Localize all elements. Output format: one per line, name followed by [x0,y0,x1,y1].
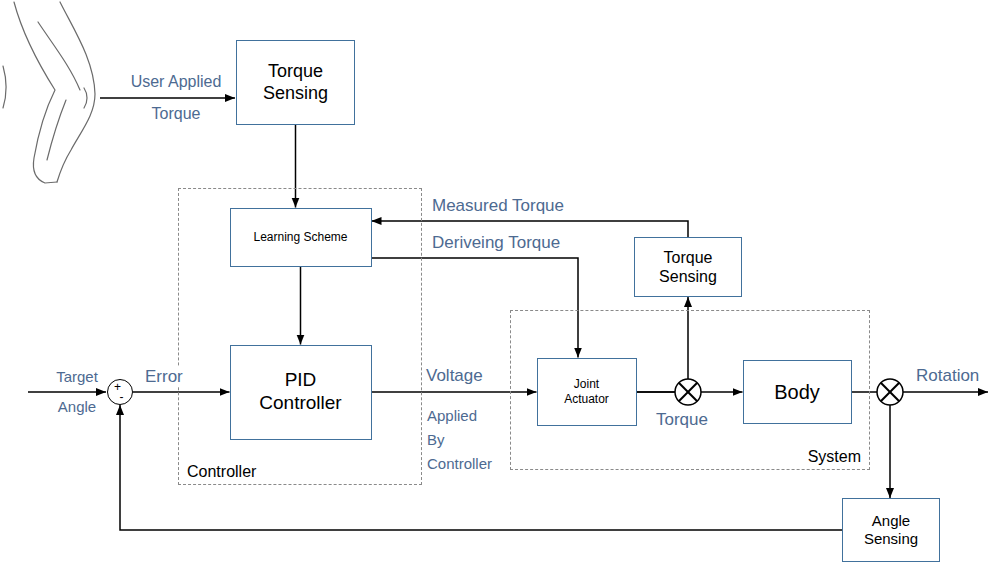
process-box: Learning Scheme [230,208,372,267]
signal-arrow [372,391,537,393]
group-title: Controller [187,462,256,481]
signal-label: Voltage [426,366,483,386]
node-label: Torque Sensing [648,248,728,286]
sensor-box: Torque Sensing [634,237,742,297]
junction-cross [679,383,697,401]
signal-label-box: Deriveing Torque [432,233,560,253]
signal-arrow [372,221,689,237]
signal-arrow [637,297,689,392]
signal-label: Target Angle [48,362,106,422]
sensor-box: Torque Sensing [236,40,355,125]
signal-label: User Applied Torque [118,66,234,130]
signal-label: Rotation [916,366,979,386]
signal-label-box: User Applied Torque [118,66,234,130]
summing-junction: +- [107,379,133,405]
junction-sign: + [114,382,121,392]
node-label: Angle Sensing [856,512,926,548]
signal-label-box: Voltage [426,366,483,386]
calf-muscle-line [47,100,66,160]
junction-cross [881,383,899,401]
signal-label-box: Torque [656,410,708,430]
actuator-box: Joint Actuator [537,358,637,426]
signal-label: Deriveing Torque [432,233,560,253]
controller-box: PID Controller [230,345,372,440]
knee-line [84,88,87,108]
junction-sign: - [120,392,124,402]
group-frame: Controller Learning SchemePID Controller [178,188,422,485]
signal-label: Measured Torque [432,196,564,216]
output-arrow [903,391,988,393]
leg-fragment-line [3,66,6,108]
signal-arrow [120,405,842,530]
group-frame: System Joint Actuator Body [510,310,870,470]
leg-front-outline [57,2,95,182]
node-label: Torque Sensing [251,61,341,104]
node-label: Learning Scheme [253,230,347,244]
signal-arrow [300,267,302,345]
signal-label-box: Measured Torque [432,196,564,216]
input-arrow [100,97,235,99]
signal-label: Torque [656,410,708,430]
signal-arrow [372,258,579,358]
junction-symbol [675,379,701,405]
signal-label: Applied By Controller [427,404,495,476]
junction-cross [679,383,697,401]
signal-arrow [295,125,297,208]
node-label: PID Controller [251,369,351,415]
node-label: Body [774,380,820,404]
sensor-box: Angle Sensing [842,498,940,562]
thigh-muscle-line [38,22,80,90]
signal-arrow [852,392,891,498]
signal-label-box: Target Angle [48,362,106,422]
leg-illustration [3,2,95,183]
leg-back-outline [14,2,57,183]
input-arrow [28,391,106,393]
junction-circle [675,379,701,405]
junction-symbol [877,379,903,405]
signal-label-box: Applied By Controller [427,404,495,476]
junction-circle [877,379,903,405]
signal-arrow [133,391,230,393]
plant-box: Body [743,360,852,424]
group-title: System [808,447,861,466]
signal-label-box: Rotation [916,366,979,386]
junction-cross [881,383,899,401]
node-label: Joint Actuator [552,377,622,406]
